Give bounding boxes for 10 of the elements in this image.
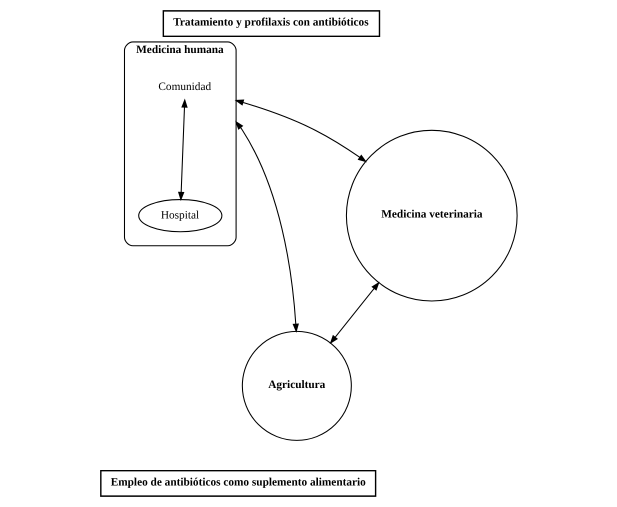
arrow <box>234 120 298 333</box>
node-circle: Agricultura <box>241 330 352 441</box>
node-text: Comunidad <box>158 80 211 93</box>
node-ellipse: Hospital <box>138 199 222 232</box>
node-circle: Medicina veterinaria <box>345 130 518 302</box>
arrow <box>329 282 380 344</box>
node-box: Empleo de antibióticos como suplemento alimentario <box>100 470 376 497</box>
arrow <box>177 98 188 202</box>
node-box: Tratamiento y profilaxis con antibióticos <box>162 10 380 37</box>
arrow <box>234 99 366 162</box>
